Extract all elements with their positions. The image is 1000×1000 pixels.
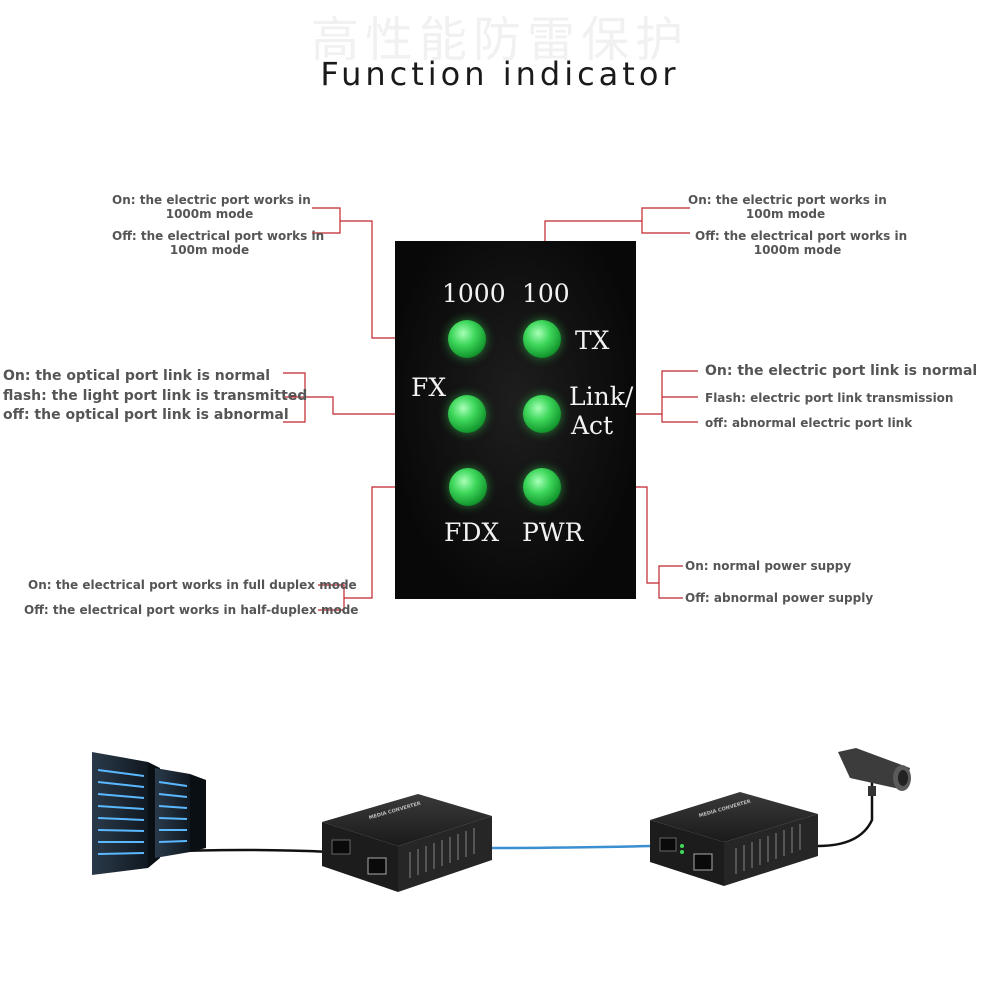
ann-fdx-off: Off: the electrical port works in half-d…: [24, 603, 359, 617]
led-link-act: [523, 395, 561, 433]
label-link: Link/: [569, 382, 634, 411]
label-fx: FX: [411, 373, 447, 402]
ann-link-flash: Flash: electric port link transmission: [705, 391, 954, 405]
led-panel: [395, 241, 636, 599]
label-pwr: PWR: [522, 518, 584, 547]
led-fx: [448, 395, 486, 433]
label-100: 100: [522, 279, 570, 308]
media-converter-icon: [322, 794, 492, 892]
ann-fdx-on: On: the electrical port works in full du…: [28, 578, 357, 592]
led-pwr: [523, 468, 561, 506]
led-1000: [448, 320, 486, 358]
ann-link-on: On: the electric port link is normal: [705, 363, 978, 379]
ann-fx-on: On: the optical port link is normal: [3, 368, 271, 384]
ann-pwr-off: Off: abnormal power supply: [685, 591, 874, 605]
label-1000: 1000: [442, 279, 506, 308]
ann-fx-off: off: the optical port link is abnormal: [3, 407, 289, 423]
watermark: 高性能防雷保护: [310, 12, 689, 68]
led-fdx: [449, 468, 487, 506]
led-100: [523, 320, 561, 358]
ann-link-off: off: abnormal electric port link: [705, 416, 913, 430]
fiber-cable: [487, 844, 653, 850]
ann-fx-flash: flash: the light port link is transmitte…: [3, 388, 308, 404]
ann-pwr-on: On: normal power suppy: [685, 559, 852, 573]
cctv-camera-icon: [838, 748, 911, 796]
media-converter-icon: [650, 792, 818, 886]
cable-camera: [817, 780, 874, 848]
label-tx: TX: [575, 326, 610, 355]
page-title: Function indicator: [320, 55, 680, 93]
label-fdx: FDX: [444, 518, 500, 547]
label-act: Act: [571, 411, 614, 440]
server-rack-icon: [92, 752, 206, 875]
